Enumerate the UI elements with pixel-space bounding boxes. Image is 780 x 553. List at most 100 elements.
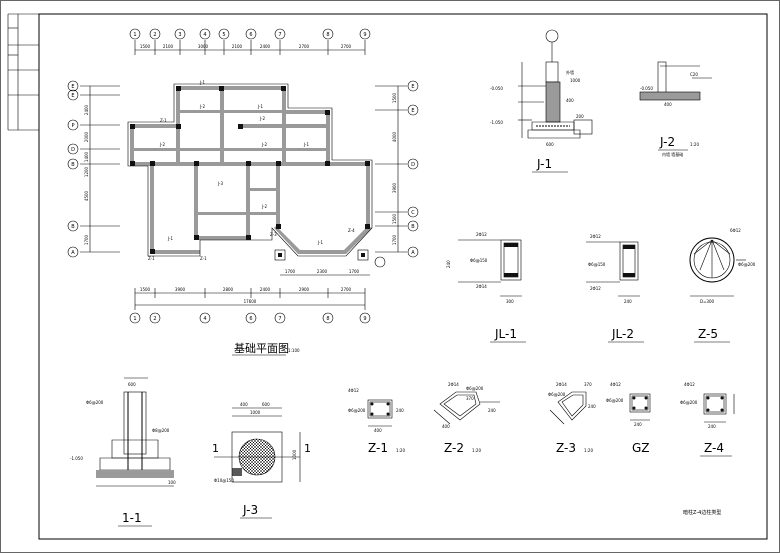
axis-label: 1: [133, 316, 136, 322]
axis-label: 5: [222, 32, 225, 38]
annotation: 400: [566, 98, 574, 103]
dim-label: 2300: [317, 269, 328, 274]
annotation: 2Φ14: [476, 284, 487, 289]
detail-label: Z-2: [444, 441, 464, 455]
detail-scale: 1:20: [472, 448, 481, 453]
annotation: Φ6@150: [588, 262, 606, 267]
dim-label: 1400: [84, 151, 89, 162]
axis-label: D: [411, 162, 415, 168]
callout: J-2: [259, 116, 265, 121]
callout: J-1: [317, 240, 323, 245]
callout: J-1: [257, 104, 263, 109]
inner-frame: [38, 13, 768, 540]
annotation: Φ6@200: [86, 400, 104, 405]
detail-z5: 6Φ12 Φ6@200 D=300 Z-5: [689, 228, 756, 343]
annotation: Φ6@200: [348, 408, 366, 413]
dim-label: 1700: [392, 234, 397, 245]
annotation: 370: [466, 396, 474, 401]
annotation: 400: [664, 102, 672, 107]
detail-jl2: 2Φ12 Φ6@150 2Φ12 240 JL-2: [586, 234, 644, 343]
annotation: Φ6@200: [466, 386, 484, 391]
annotation: 240: [624, 299, 632, 304]
detail-label: JL-2: [611, 327, 634, 341]
detail-label: Z-4: [704, 441, 724, 455]
annotation: 240: [488, 408, 496, 413]
annotation: 400: [374, 428, 382, 433]
dim-label: 2400: [260, 44, 271, 49]
dim-label: 2800: [223, 287, 234, 292]
dim-label: 3900: [392, 182, 397, 193]
annotation: 240: [588, 404, 596, 409]
annotation: -0.050: [490, 86, 503, 91]
dim-label: 2900: [299, 287, 310, 292]
annotation: 240: [396, 408, 404, 413]
callout: J-2: [261, 142, 267, 147]
callout: J-2: [261, 204, 267, 209]
callout: J-1: [199, 80, 205, 85]
annotation: Φ6@200: [680, 400, 698, 405]
detail-z4: 4Φ12 Φ6@200 240 Z-4: [680, 382, 735, 457]
callout: Z-1: [200, 256, 207, 261]
detail-label: Z-5: [698, 327, 718, 341]
dim-label: 2100: [232, 44, 243, 49]
axis-label: 6: [249, 316, 252, 322]
foundation-plan: 1 2 3 4 5 6 7 8 9 1500 2100 3000 2100 24…: [67, 28, 419, 356]
detail-label: JL-1: [494, 327, 517, 341]
annotation: 6Φ12: [730, 228, 741, 233]
annotation: 1000: [250, 410, 261, 415]
axis-label: 1: [133, 32, 136, 38]
axis-label: E: [71, 84, 74, 90]
axis-label: 2: [153, 32, 156, 38]
axis-label: A: [411, 250, 415, 256]
detail-scale: 1:20: [584, 448, 593, 453]
detail-scale: 1:20: [396, 448, 405, 453]
annotation: C20: [690, 72, 698, 77]
detail-j1: 外墙 1000 -0.050 -1.050 600 400 200 J-1: [490, 29, 593, 173]
detail-j3: 1 1 400 600 1000 1000 Φ10@150 J-3: [212, 402, 311, 519]
dim-label: 4000: [392, 131, 397, 142]
dim-label: 1500: [140, 44, 151, 49]
bottom-axis-row: 1500 3900 2800 2400 2900 2700 17600 1 2 …: [129, 287, 371, 324]
dim-label: 2400: [260, 287, 271, 292]
axis-label: D: [71, 147, 75, 153]
axis-label: 4: [203, 316, 206, 322]
column-markers: [130, 86, 370, 254]
callout: Z-4: [348, 228, 355, 233]
annotation: -1.050: [70, 456, 83, 461]
annotation: 外墙: [566, 69, 574, 75]
annotation: 600: [546, 142, 554, 147]
axis-label: 8: [326, 316, 329, 322]
annotation: -0.050: [640, 86, 653, 91]
dim-label: 2100: [163, 44, 174, 49]
axis-label: 4: [203, 32, 206, 38]
annotation: 2Φ14: [448, 382, 459, 387]
detail-note: 内墙 墙基础: [662, 151, 683, 157]
dim-label: 1700: [349, 269, 360, 274]
axis-label: E: [411, 108, 414, 114]
dim-label: 2700: [341, 287, 352, 292]
detail-z3: 2Φ14 Φ6@200 370 240 Z-3 1:20: [548, 382, 596, 455]
annotation: 600: [128, 382, 136, 387]
axis-label: 9: [363, 316, 366, 322]
annotation: 200: [576, 114, 584, 119]
plan-title: 基础平面图 1:100: [232, 342, 300, 356]
detail-pointer: [374, 256, 386, 268]
detail-label: 1-1: [122, 511, 142, 525]
axis-label: C: [411, 210, 415, 216]
annotation: 4Φ12: [348, 388, 359, 393]
pad-footings: [274, 249, 386, 268]
axis-label: B: [411, 224, 415, 230]
annotation: 240: [708, 424, 716, 429]
axis-label: 8: [326, 32, 329, 38]
detail-label: Z-1: [368, 441, 388, 455]
right-axis-column: E E D C B A 1500 4000 3900 1500 1700: [375, 80, 419, 258]
annotation: Φ8@200: [152, 428, 170, 433]
section-mark: 1: [304, 442, 311, 455]
extra-dim-row: 1700 2300 1700: [280, 269, 370, 276]
dim-label: 3900: [175, 287, 186, 292]
annotation: Φ10@150: [214, 478, 234, 483]
dim-label: 1700: [84, 234, 89, 245]
annotation: Φ6@200: [738, 262, 756, 267]
detail-j2: -0.050 C20 400 J-2 1:20 内墙 墙基础: [639, 61, 712, 157]
